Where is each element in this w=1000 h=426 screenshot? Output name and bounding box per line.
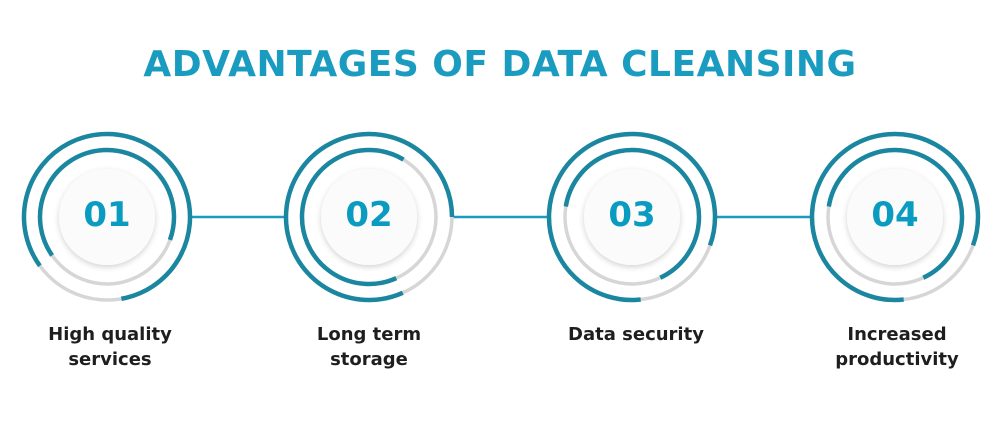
step-label-line1: Increased (847, 324, 947, 345)
step-number-03: 03 (608, 195, 656, 235)
outer-ring-arc (809, 131, 981, 303)
step-label-line1: High quality (48, 324, 172, 345)
step-label-line2: productivity (835, 349, 959, 370)
step-number-01: 01 (83, 195, 131, 235)
outer-ring-arc (546, 131, 718, 303)
step-label-line2: storage (330, 349, 408, 370)
center-disc (847, 169, 943, 265)
step-circle-04 (809, 131, 981, 303)
step-label-line1: Long term (316, 324, 422, 345)
step-label-02: Long term storage (259, 322, 479, 372)
step-circle-03 (546, 131, 718, 303)
step-label-line2: services (68, 349, 152, 370)
step-circle-01 (21, 131, 193, 302)
step-label-04: Increased productivity (787, 322, 1000, 372)
outer-ring-arc (283, 131, 455, 303)
inner-ring-arc (299, 147, 405, 287)
inner-ring-arc (826, 147, 965, 280)
step-number-04: 04 (871, 195, 919, 235)
center-disc (584, 169, 680, 265)
page-title: ADVANTAGES OF DATA CLEANSING (143, 44, 857, 85)
center-disc (59, 169, 155, 265)
step-label-line1: Data security (568, 324, 704, 345)
inner-ring-arc (37, 147, 177, 257)
step-circle-02 (283, 131, 455, 303)
step-number-02: 02 (345, 195, 393, 235)
inner-ring-arc (563, 147, 702, 280)
outer-ring-arc (21, 131, 193, 301)
step-label-01: High quality services (0, 322, 220, 372)
center-disc (321, 169, 417, 265)
step-label-03: Data security (526, 322, 746, 347)
